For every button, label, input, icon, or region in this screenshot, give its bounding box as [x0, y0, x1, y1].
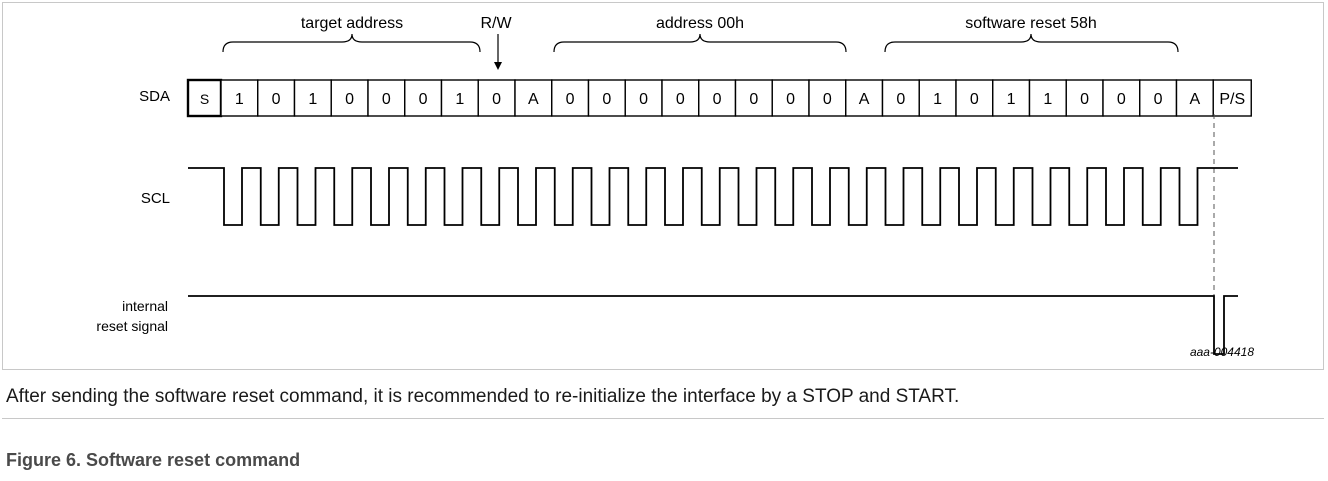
- label-target-address: target address: [301, 15, 403, 32]
- sda-cell-label: 0: [272, 91, 281, 108]
- sda-cell-label: 0: [419, 91, 428, 108]
- label-address-00h: address 00h: [656, 15, 744, 32]
- sda-cell-label: S: [200, 91, 209, 107]
- sda-cell: [1212, 79, 1252, 117]
- sda-cell: [1175, 79, 1214, 117]
- sda-cell-label: P/S: [1219, 91, 1245, 108]
- sda-label: SDA: [139, 88, 170, 105]
- figure-frame: [2, 2, 1324, 370]
- sda-cell: [918, 79, 957, 117]
- sda-cell-label: 1: [455, 91, 464, 108]
- bracket-address-00h: [553, 33, 847, 53]
- caption-divider: [2, 418, 1324, 419]
- sda-cell: [440, 79, 479, 117]
- sda-bit-row: S 1 0 1 0 0 0 1 0 A 0 0 0 0 0 0 0 0 A 0 1 0 1 1 0 0 0 A P/S: [186, 78, 1252, 118]
- sda-cell-label: 0: [1154, 91, 1163, 108]
- sda-cell: [551, 79, 590, 117]
- sda-cell-label: 0: [676, 91, 685, 108]
- sda-cell: [771, 79, 810, 117]
- sda-cell-label: A: [859, 91, 870, 108]
- sda-cell-label: 0: [492, 91, 501, 108]
- sda-cell-label: A: [528, 91, 539, 108]
- sda-cell: [477, 79, 516, 117]
- sda-cell: [293, 79, 332, 117]
- sda-cell-label: 0: [749, 91, 758, 108]
- sda-cell-label: 0: [1080, 91, 1089, 108]
- figure-id: aaa-004418: [1190, 345, 1254, 359]
- sda-cell: [698, 79, 737, 117]
- sda-cell-label: 0: [602, 91, 611, 108]
- sda-cell: [1102, 79, 1141, 117]
- sda-cell-label: 0: [345, 91, 354, 108]
- sda-cell: [1065, 79, 1104, 117]
- sda-cell: [808, 79, 847, 117]
- sda-cell-label: A: [1190, 91, 1201, 108]
- bracket-target-address: [222, 33, 481, 53]
- sda-cell: [845, 79, 884, 117]
- label-rw: R/W: [480, 15, 512, 32]
- scl-waveform: [188, 167, 1238, 226]
- sda-cell-label: 0: [639, 91, 648, 108]
- sda-cell: [992, 79, 1031, 117]
- reset-label-line1: internal: [122, 298, 168, 314]
- sda-cell-label: 0: [382, 91, 391, 108]
- sda-cell: [186, 78, 223, 118]
- sda-cell-label: 1: [1007, 91, 1016, 108]
- sda-cell: [624, 79, 663, 117]
- sda-cell: [661, 79, 700, 117]
- sda-cell-label: 0: [896, 91, 905, 108]
- figure-title: Figure 6. Software reset command: [6, 450, 301, 470]
- caption-text: After sending the software reset command…: [6, 386, 960, 407]
- scl-label: SCL: [141, 190, 170, 207]
- sda-cell-label: 0: [823, 91, 832, 108]
- sda-cell: [404, 79, 443, 117]
- sda-cell-label: 0: [566, 91, 575, 108]
- sda-cell: [734, 79, 773, 117]
- sda-cell: [367, 79, 406, 117]
- sda-cell: [257, 79, 296, 117]
- sda-cell-label: 1: [933, 91, 942, 108]
- sda-cell: [1028, 79, 1067, 117]
- sda-cell-label: 0: [970, 91, 979, 108]
- sda-cell-label: 1: [1043, 91, 1052, 108]
- sda-cell-label: 0: [1117, 91, 1126, 108]
- reset-waveform: [188, 295, 1238, 355]
- timing-diagram: target address R/W address 00h software …: [96, 15, 1254, 359]
- sda-cell-label: 1: [308, 91, 317, 108]
- sda-cell-label: 0: [713, 91, 722, 108]
- bracket-software-reset: [884, 33, 1179, 53]
- sda-cell-label: 1: [235, 91, 244, 108]
- reset-label-line2: reset signal: [96, 318, 168, 334]
- sda-cell: [955, 79, 994, 117]
- label-software-reset-58h: software reset 58h: [965, 15, 1097, 32]
- sda-cell-label: 0: [786, 91, 795, 108]
- rw-arrow-head: [494, 62, 502, 70]
